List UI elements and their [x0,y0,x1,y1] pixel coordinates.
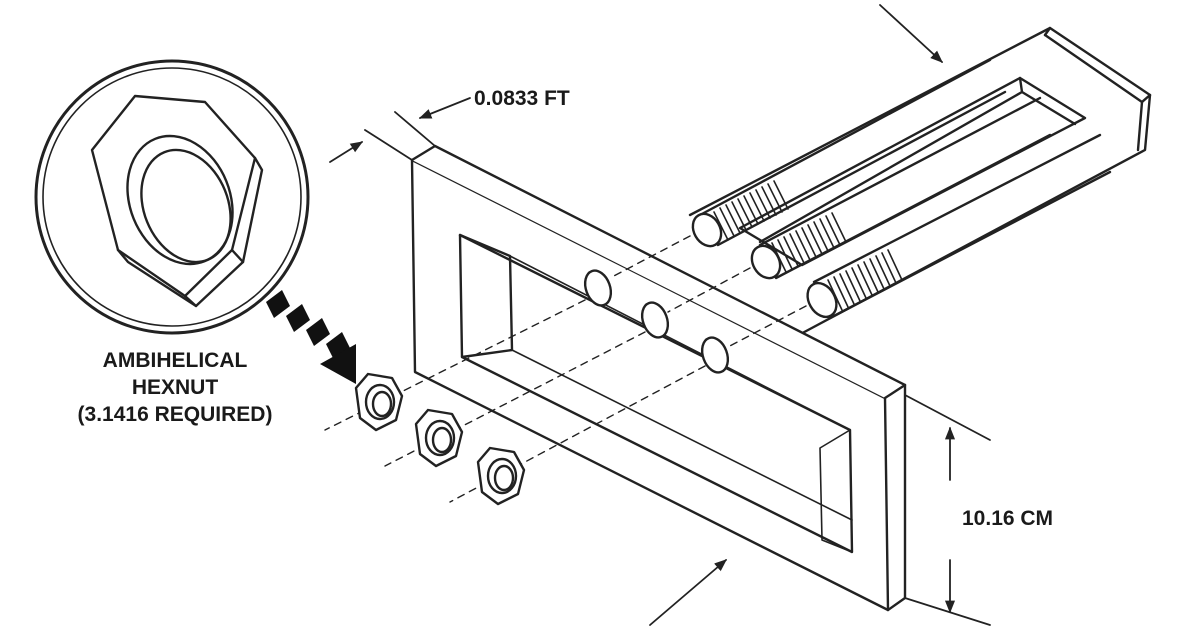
leader-arrows [649,4,943,626]
height-dimension [904,394,991,626]
thickness-label: 0.0833 FT [474,87,570,110]
threaded-rod-1 [691,58,1007,248]
hexnut-3-icon [476,446,526,506]
threaded-rod-2 [750,96,1052,280]
callout-label-line1: AMBIHELICAL [102,349,248,372]
alignment-lines [324,235,807,503]
height-label: 10.16 CM [960,506,1056,532]
callout-arrow [266,290,356,384]
thickness-dimension [329,97,471,163]
hexnut-2-icon [414,408,464,468]
hexnut-detail-icon [90,94,264,308]
callout-label-line3: (3.1416 REQUIRED) [77,403,273,426]
hexnut-1-icon [354,372,404,432]
callout-label-line2: HEXNUT [131,376,219,399]
threaded-rod-3 [806,133,1112,320]
